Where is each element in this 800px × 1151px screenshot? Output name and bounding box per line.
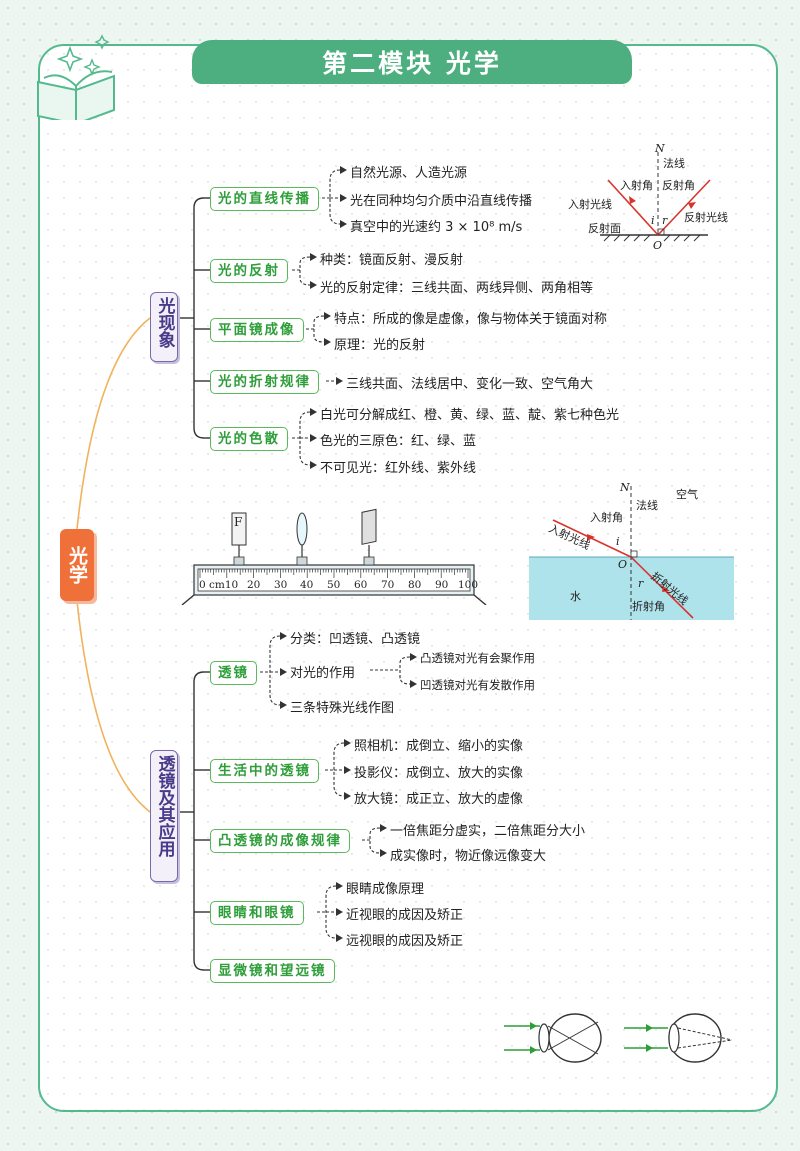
branch-lens-applications: 透镜及其应用 <box>150 750 178 882</box>
leaf-text: 三线共面、法线居中、变化一致、空气角大 <box>346 377 594 392</box>
leaf-text: 种类：镜面反射、漫反射 <box>320 253 464 268</box>
leaf-text: 色光的三原色：红、绿、蓝 <box>320 434 477 449</box>
topic-lens: 透镜 <box>210 661 257 685</box>
bench-tick-label: 100 <box>458 579 479 591</box>
refraction-refracted-angle-label: 折射角 <box>632 600 665 613</box>
reflection-origin-label: O <box>653 239 663 252</box>
refraction-i-label: i <box>616 535 620 548</box>
reflection-r-label: r <box>662 214 668 227</box>
eye-near-focus-icon <box>504 1013 602 1063</box>
reflection-diagram <box>600 152 711 242</box>
bench-scale-labels: 0 cm10 20 30 40 50 60 70 80 90 100 <box>199 579 479 593</box>
bench-card-letter: F <box>234 515 243 529</box>
branch-optics-phenomena: 光现象 <box>150 292 178 362</box>
bench-tick-label: 40 <box>300 579 314 591</box>
topic-dispersion: 光的色散 <box>210 427 288 451</box>
topic-plane-mirror: 平面镜成像 <box>210 318 304 342</box>
leaf-text: 特点：所成的像是虚像，像与物体关于镜面对称 <box>334 312 608 327</box>
optical-bench <box>181 508 487 605</box>
leaf-text: 照相机：成倒立、缩小的实像 <box>354 739 524 754</box>
leaf-text: 凸透镜对光有会聚作用 <box>420 651 535 665</box>
leaf-text: 不可见光：红外线、紫外线 <box>320 461 477 476</box>
refraction-normal-letter: N <box>620 481 630 494</box>
reflection-i-label: i <box>651 214 655 227</box>
leaf-text: 眼睛成像原理 <box>346 882 425 897</box>
bench-tick-label: 0 cm10 <box>199 579 239 591</box>
leaf-text: 分类：凹透镜、凸透镜 <box>290 632 421 647</box>
water-area <box>529 557 734 620</box>
topic-eye-glasses: 眼睛和眼镜 <box>210 901 304 925</box>
leaf-text: 自然光源、人造光源 <box>350 166 468 181</box>
reflection-incident-angle-label: 入射角 <box>620 179 653 192</box>
bench-tick-label: 70 <box>381 579 395 591</box>
branch-optics-phenomena-label: 光现象 <box>154 297 175 348</box>
topic-refraction: 光的折射规律 <box>210 370 319 394</box>
refraction-incident-angle-label: 入射角 <box>590 511 623 524</box>
leaf-text: 光在同种均匀介质中沿直线传播 <box>350 194 533 209</box>
topic-reflection: 光的反射 <box>210 259 288 283</box>
refraction-diagram <box>529 486 734 620</box>
leaf-text: 对光的作用 <box>290 666 356 681</box>
refraction-origin-label: O <box>618 558 628 571</box>
reflection-surface-label: 反射面 <box>588 222 621 235</box>
leaf-text: 投影仪：成倒立、放大的实像 <box>354 766 524 781</box>
bench-tick-label: 30 <box>274 579 288 591</box>
eye-diagrams <box>504 1013 733 1063</box>
reflection-normal-label: 法线 <box>663 157 685 170</box>
leaf-text: 光的反射定律：三线共面、两线异侧、两角相等 <box>320 281 594 296</box>
center-node-label: 光学 <box>66 546 88 584</box>
bench-tick-label: 80 <box>408 579 422 591</box>
leaf-text: 原理：光的反射 <box>334 338 426 353</box>
leaf-text: 凹透镜对光有发散作用 <box>420 678 535 692</box>
reflection-reflected-angle-label: 反射角 <box>662 179 695 192</box>
branch-lens-applications-label: 透镜及其应用 <box>154 755 175 857</box>
topic-life-lens: 生活中的透镜 <box>210 759 319 783</box>
bench-tick-label: 20 <box>247 579 261 591</box>
topic-straight-line: 光的直线传播 <box>210 187 319 211</box>
reflection-reflected-ray-label: 反射光线 <box>684 211 728 224</box>
topic-microscope: 显微镜和望远镜 <box>210 959 335 983</box>
topic-convex-rule: 凸透镜的成像规律 <box>210 829 350 853</box>
leaf-text: 一倍焦距分虚实，二倍焦距分大小 <box>390 824 586 839</box>
leaf-text: 成实像时，物近像远像变大 <box>390 849 547 864</box>
refraction-water-label: 水 <box>570 590 581 603</box>
leaf-text: 放大镜：成正立、放大的虚像 <box>354 792 524 807</box>
bench-tick-label: 50 <box>327 579 341 591</box>
refraction-normal-label: 法线 <box>636 499 658 512</box>
refraction-air-label: 空气 <box>676 488 698 501</box>
book-icon <box>37 34 115 120</box>
bench-tick-label: 90 <box>435 579 449 591</box>
center-node: 光学 <box>60 529 94 601</box>
leaf-text: 近视眼的成因及矫正 <box>346 908 464 923</box>
reflection-incident-ray-label: 入射光线 <box>568 198 612 211</box>
leaf-text: 真空中的光速约 3 × 10⁸ m/s <box>350 220 523 235</box>
bench-tick-label: 60 <box>354 579 368 591</box>
page-title: 第二模块 光学 <box>192 40 632 84</box>
leaf-text: 白光可分解成红、橙、黄、绿、蓝、靛、紫七种色光 <box>320 408 620 423</box>
refraction-r-label: r <box>638 577 644 590</box>
reflection-normal-letter: N <box>655 142 665 155</box>
leaf-text: 远视眼的成因及矫正 <box>346 934 464 949</box>
leaf-text: 三条特殊光线作图 <box>290 701 395 716</box>
eye-far-focus-icon <box>624 1013 733 1063</box>
